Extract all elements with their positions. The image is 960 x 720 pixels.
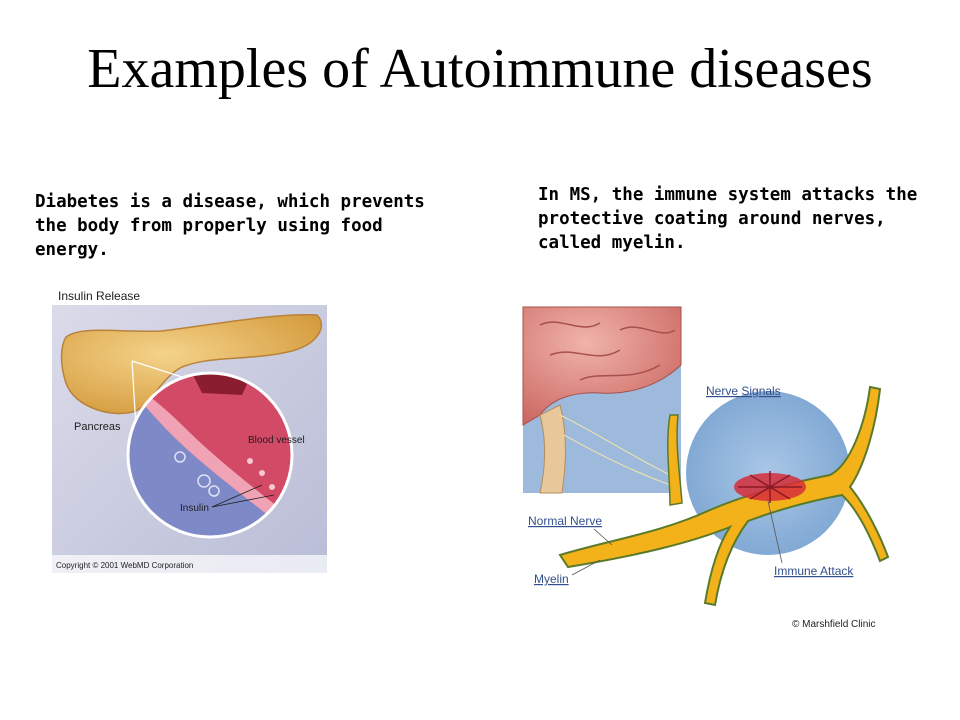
brain-shape <box>522 306 682 426</box>
marshfield-copyright: © Marshfield Clinic <box>792 619 876 630</box>
nerve-branch-top <box>667 414 683 506</box>
ms-nerve-figure: Nerve Signals Normal Nerve Myelin Immune… <box>520 305 900 635</box>
immune-attack-pointer <box>767 500 783 564</box>
pancreas-shape <box>60 314 322 415</box>
brain-folds <box>539 321 676 381</box>
insulin-release-illustration: Insulin Release Pancreas Blood vessel In… <box>52 285 327 573</box>
nerve-signals-label: Nerve Signals <box>706 384 781 398</box>
myelin-pointer <box>571 559 601 576</box>
blood-vessel-label: Blood vessel <box>248 435 305 446</box>
slide-title: Examples of Autoimmune diseases <box>87 38 873 100</box>
pancreas-label: Pancreas <box>74 421 121 433</box>
insulin-release-heading: Insulin Release <box>58 289 140 303</box>
magnifier-circle <box>126 371 294 539</box>
figure-heading-bar <box>52 285 327 305</box>
zoom-line-top <box>131 360 183 378</box>
ms-caption: In MS, the immune system attacks the pro… <box>538 185 918 253</box>
normal-nerve-label: Normal Nerve <box>528 514 602 528</box>
insulin-release-figure: Insulin Release Pancreas Blood vessel In… <box>52 285 327 573</box>
immune-attack-cluster <box>734 471 806 503</box>
insulin-label: Insulin <box>180 503 209 514</box>
nerve-fibers <box>559 414 671 486</box>
spinal-cord <box>539 404 566 494</box>
normal-nerve-pointer <box>593 528 613 546</box>
myelin-label: Myelin <box>534 572 569 586</box>
ms-nerve-illustration: Nerve Signals Normal Nerve Myelin Immune… <box>522 306 890 630</box>
diabetes-caption: Diabetes is a disease, which prevents th… <box>35 192 425 260</box>
insulin-pointer-2 <box>211 494 275 508</box>
insulin-pointer-1 <box>211 484 263 508</box>
immune-attack-label: Immune Attack <box>774 564 854 578</box>
webmd-copyright: Copyright © 2001 WebMD Corporation <box>56 561 193 570</box>
copyright-bar <box>52 555 327 573</box>
magnified-vessel <box>128 373 292 537</box>
